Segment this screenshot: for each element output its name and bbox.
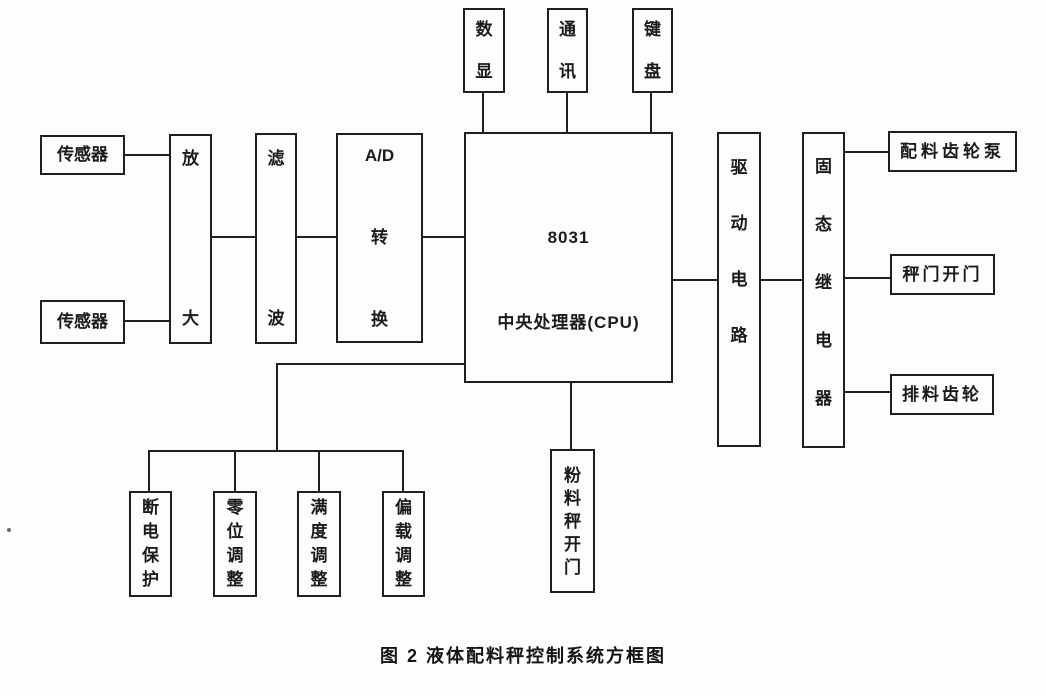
discharge-gear-box: 排料齿轮 <box>890 374 994 415</box>
power-failure-protection-box: 断 电 保 护 <box>129 491 172 597</box>
connector-cpu-powder-door <box>570 383 572 450</box>
drive-circuit-box: 驱 动 电 路 <box>717 132 761 447</box>
sensor-1-box: 传感器 <box>40 135 125 175</box>
keyboard-box: 键 盘 <box>632 8 673 93</box>
digital-display-box: 数 显 <box>463 8 505 93</box>
batching-gear-pump-box: 配料齿轮泵 <box>888 131 1017 172</box>
connector-filter-ad <box>297 236 336 238</box>
ad-converter-box: A/D 转 换 <box>336 133 423 343</box>
connector-ssr-scale-door <box>845 277 890 279</box>
connector-display-cpu <box>482 93 484 133</box>
amplifier-box: 放 大 <box>169 134 212 344</box>
connector-bus-power-protection <box>148 450 150 492</box>
eccentric-load-adjustment-box: 偏 载 调 整 <box>382 491 425 597</box>
zero-adjustment-box: 零 位 调 整 <box>213 491 257 597</box>
full-scale-adjustment-box: 满 度 调 整 <box>297 491 341 597</box>
filter-box: 滤 波 <box>255 133 297 344</box>
connector-bus-zero-adjust <box>234 450 236 492</box>
connector-sensor1-amplifier <box>125 154 169 156</box>
connector-ssr-discharge-gear <box>845 391 890 393</box>
figure-caption: 图 2 液体配料秤控制系统方框图 <box>379 646 666 666</box>
scale-door-open-box: 秤门开门 <box>890 254 995 295</box>
connector-amplifier-filter <box>212 236 255 238</box>
solid-state-relay-box: 固 态 继 电 器 <box>802 132 845 448</box>
sensor-2-box: 传感器 <box>40 300 125 344</box>
connector-sensor2-amplifier <box>125 320 169 322</box>
connector-comm-cpu <box>566 93 568 133</box>
communication-box: 通 讯 <box>547 8 588 93</box>
connector-keyboard-cpu <box>650 93 652 133</box>
scan-artifact-dot <box>7 528 11 532</box>
connector-bus-load-adjust <box>402 450 404 492</box>
connector-ad-cpu <box>423 236 464 238</box>
connector-ssr-pump <box>845 151 888 153</box>
powder-scale-door-box: 粉 料 秤 开 门 <box>550 449 595 593</box>
cpu-box: 8031 中央处理器(CPU) <box>464 132 673 383</box>
connector-bus-full-adjust <box>318 450 320 492</box>
connector-driver-ssr <box>761 279 802 281</box>
connector-cpu-driver <box>673 279 717 281</box>
connector-cpu-branch-horizontal <box>276 363 466 365</box>
connector-cpu-branch-vertical <box>276 363 278 452</box>
